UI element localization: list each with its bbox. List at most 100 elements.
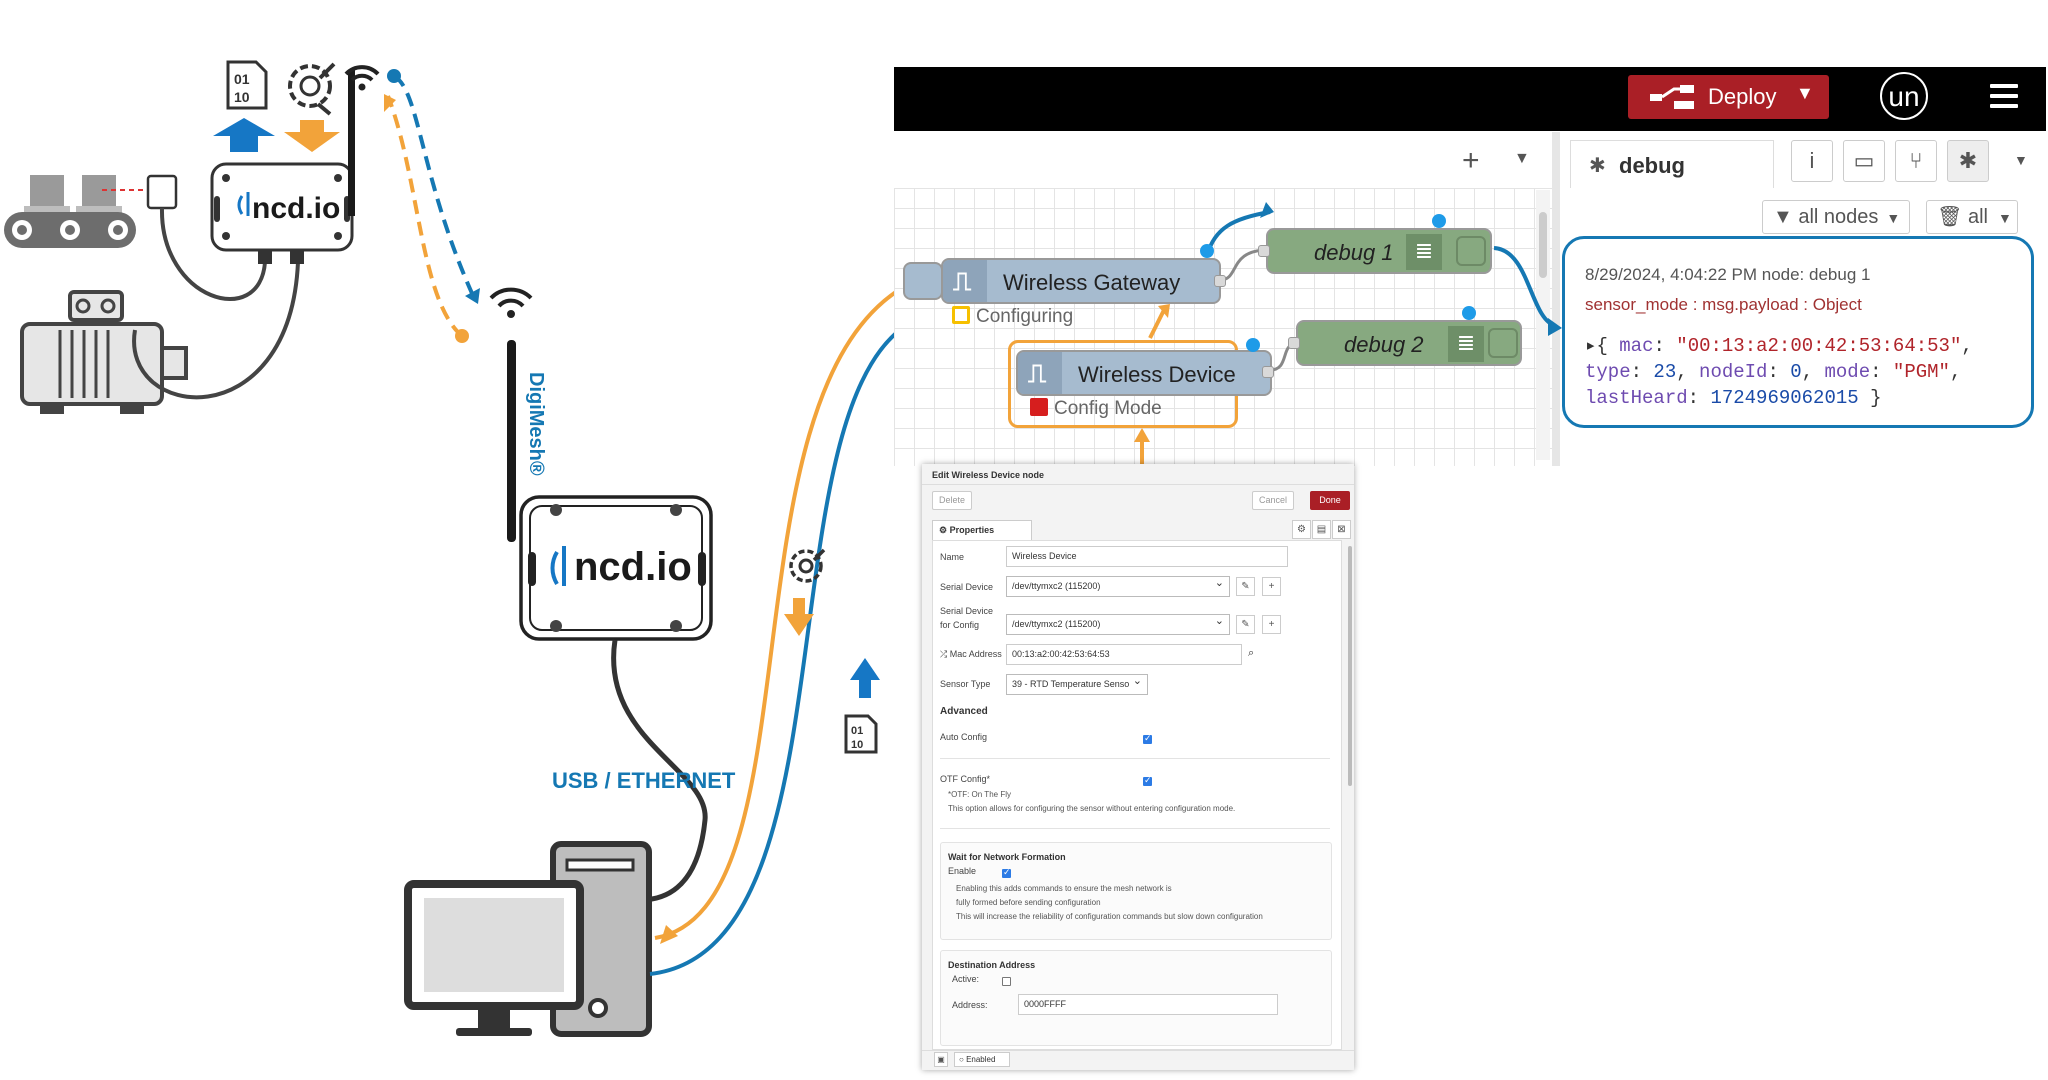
sidebar-menu-caret[interactable]: ▼ (2014, 152, 2028, 168)
download-arrow-icon-2 (784, 598, 814, 636)
filter-nodes-button[interactable]: ▼ all nodes▼ (1762, 200, 1910, 234)
brand-logo: ncd.io (574, 545, 692, 589)
properties-tab[interactable]: ⚙ Properties (932, 520, 1032, 540)
debug-2-input-port[interactable] (1288, 337, 1300, 349)
wifi-icon-gateway (489, 287, 533, 318)
delete-button[interactable]: Delete (932, 491, 972, 510)
edit-serial-config-icon[interactable]: ✎ (1236, 615, 1255, 634)
edit-serial-icon[interactable]: ✎ (1236, 577, 1255, 596)
debug-list-icon: ≣ (1448, 326, 1484, 362)
sensor-type-select[interactable]: 39 - RTD Temperature Senso (1006, 672, 1148, 695)
gateway-node-label: Wireless Gateway (1003, 270, 1181, 295)
wait-note-1: Enabling this adds commands to ensure th… (956, 884, 1172, 893)
dialog-footer (922, 1050, 1354, 1070)
device-changed-dot (1246, 338, 1260, 352)
destination-address-input[interactable]: 0000FFFF (1018, 994, 1278, 1015)
connection-label: USB / ETHERNET (552, 768, 736, 793)
destination-address-label: Address: (952, 1000, 988, 1010)
binary-file-icon-2: 01 10 (844, 714, 878, 754)
settings-icon[interactable]: ⚙ (1292, 520, 1311, 539)
sidebar-divider[interactable] (1552, 132, 1560, 466)
gateway-status: Configuring (952, 306, 1073, 328)
gateway-node[interactable]: ⎍ Wireless Gateway (941, 258, 1221, 304)
otf-config-checkbox[interactable] (1143, 775, 1152, 786)
gateway-output-port[interactable] (1214, 275, 1226, 287)
message-topic: sensor_mode : msg.payload : Object (1585, 295, 1862, 314)
wait-enable-checkbox[interactable] (1002, 867, 1011, 878)
status-config-mode-icon (1030, 398, 1048, 416)
add-serial-icon[interactable]: + (1262, 577, 1281, 596)
destination-heading: Destination Address (948, 960, 1036, 970)
edit-node-dialog: Edit Wireless Device node Delete Cancel … (922, 464, 1354, 1070)
bug-icon: ✱ (1589, 155, 1606, 177)
expand-caret-icon[interactable]: ▸ (1585, 335, 1597, 357)
menu-icon[interactable] (1990, 84, 2018, 114)
destination-active-label: Active: (952, 974, 980, 984)
debug-1-input-port[interactable] (1258, 245, 1270, 257)
payload-mac: "00:13:a2:00:42:53:64:53" (1676, 335, 1962, 357)
debug-node-1[interactable]: debug 1 ≣ (1266, 228, 1492, 274)
serial-device-label: Serial Device (940, 582, 994, 592)
dialog-scrollbar[interactable] (1348, 546, 1352, 786)
debug-list-icon: ≣ (1406, 234, 1442, 270)
auto-config-checkbox[interactable] (1143, 733, 1152, 744)
cancel-button[interactable]: Cancel (1252, 491, 1294, 510)
flow-list-icon[interactable]: ▼ (1514, 150, 1530, 167)
debug-2-changed-dot (1462, 306, 1476, 320)
name-input[interactable]: Wireless Device (1006, 546, 1288, 567)
brand-logo-small: ncd.io (252, 192, 340, 225)
computer-icon (404, 841, 652, 1037)
device-output-port[interactable] (1262, 366, 1274, 378)
payload-node-id: 0 (1790, 361, 1802, 383)
debug-node-2[interactable]: debug 2 ≣ (1296, 320, 1522, 366)
svg-text:10: 10 (851, 739, 863, 751)
enabled-icon: ○ (959, 1055, 967, 1064)
debug-toggle-button[interactable] (1456, 236, 1486, 266)
workspace-scrollbar[interactable] (1536, 190, 1550, 460)
deploy-button[interactable]: Deploy ▼ (1628, 75, 1829, 119)
gateway-node-icon-area (943, 260, 987, 302)
clear-label: all (1967, 206, 1988, 228)
wait-enable-label: Enable (948, 866, 977, 876)
advanced-heading: Advanced (940, 706, 988, 717)
payload-type: 23 (1653, 361, 1677, 383)
node-help-icon[interactable]: ▣ (934, 1052, 948, 1067)
description-icon[interactable]: ▤ (1312, 520, 1331, 539)
serial-device-select[interactable]: /dev/ttymxc2 (115200) (1006, 574, 1230, 597)
gateway-status-text: Configuring (976, 306, 1074, 327)
workspace-toolbar: + ▼ (894, 140, 1552, 186)
gateway-inject-node[interactable] (903, 262, 943, 300)
clear-caret-icon: ▼ (1997, 210, 2012, 226)
mac-search-icon[interactable]: ⌕ (1248, 647, 1255, 659)
serial-config-select[interactable]: /dev/ttymxc2 (115200) (1006, 612, 1230, 635)
otf-config-label: OTF Config* (940, 774, 991, 784)
message-payload[interactable]: ▸{ mac: "00:13:a2:00:42:53:64:53", type:… (1585, 335, 1973, 409)
trash-icon: 🗑 (1937, 206, 1968, 228)
debug-toggle-button[interactable] (1488, 328, 1518, 358)
debug-message[interactable]: 8/29/2024, 4:04:22 PM node: debug 1 sens… (1562, 236, 2034, 428)
device-node[interactable]: ⎍ Wireless Device (1016, 350, 1272, 396)
destination-active-checkbox[interactable] (1002, 977, 1011, 986)
appearance-icon[interactable]: ⊠ (1332, 520, 1351, 539)
upload-arrow-icon-2 (850, 658, 880, 698)
deploy-dropdown-icon[interactable]: ▼ (1796, 83, 1814, 103)
user-avatar[interactable]: un (1880, 72, 1928, 120)
debug-tab-icon[interactable]: ✱ (1947, 140, 1989, 182)
help-tab-icon[interactable]: ▭ (1843, 140, 1885, 182)
serial-config-label-1: Serial Device (940, 606, 994, 616)
mac-address-input[interactable]: 00:13:a2:00:42:53:64:53 (1006, 644, 1242, 665)
debug-node-2-label: debug 2 (1344, 332, 1424, 357)
binary-file-icon: 01 10 (226, 60, 268, 110)
info-tab-icon[interactable]: i (1791, 140, 1833, 182)
serial-config-label-2: for Config (940, 620, 980, 630)
tab-debug[interactable]: ✱ debug (1570, 140, 1774, 188)
add-serial-config-icon[interactable]: + (1262, 615, 1281, 634)
clear-messages-button[interactable]: 🗑 all ▼ (1926, 200, 2018, 234)
digimesh-label: DigiMesh® (525, 372, 547, 476)
context-tab-icon[interactable]: ⑂ (1895, 140, 1937, 182)
add-flow-icon[interactable]: + (1462, 144, 1480, 177)
debug-link-arrow (1493, 246, 1562, 336)
done-button[interactable]: Done (1310, 491, 1350, 510)
enabled-toggle[interactable]: ○ Enabled (954, 1052, 1010, 1067)
properties-tab-label: Properties (949, 525, 995, 535)
